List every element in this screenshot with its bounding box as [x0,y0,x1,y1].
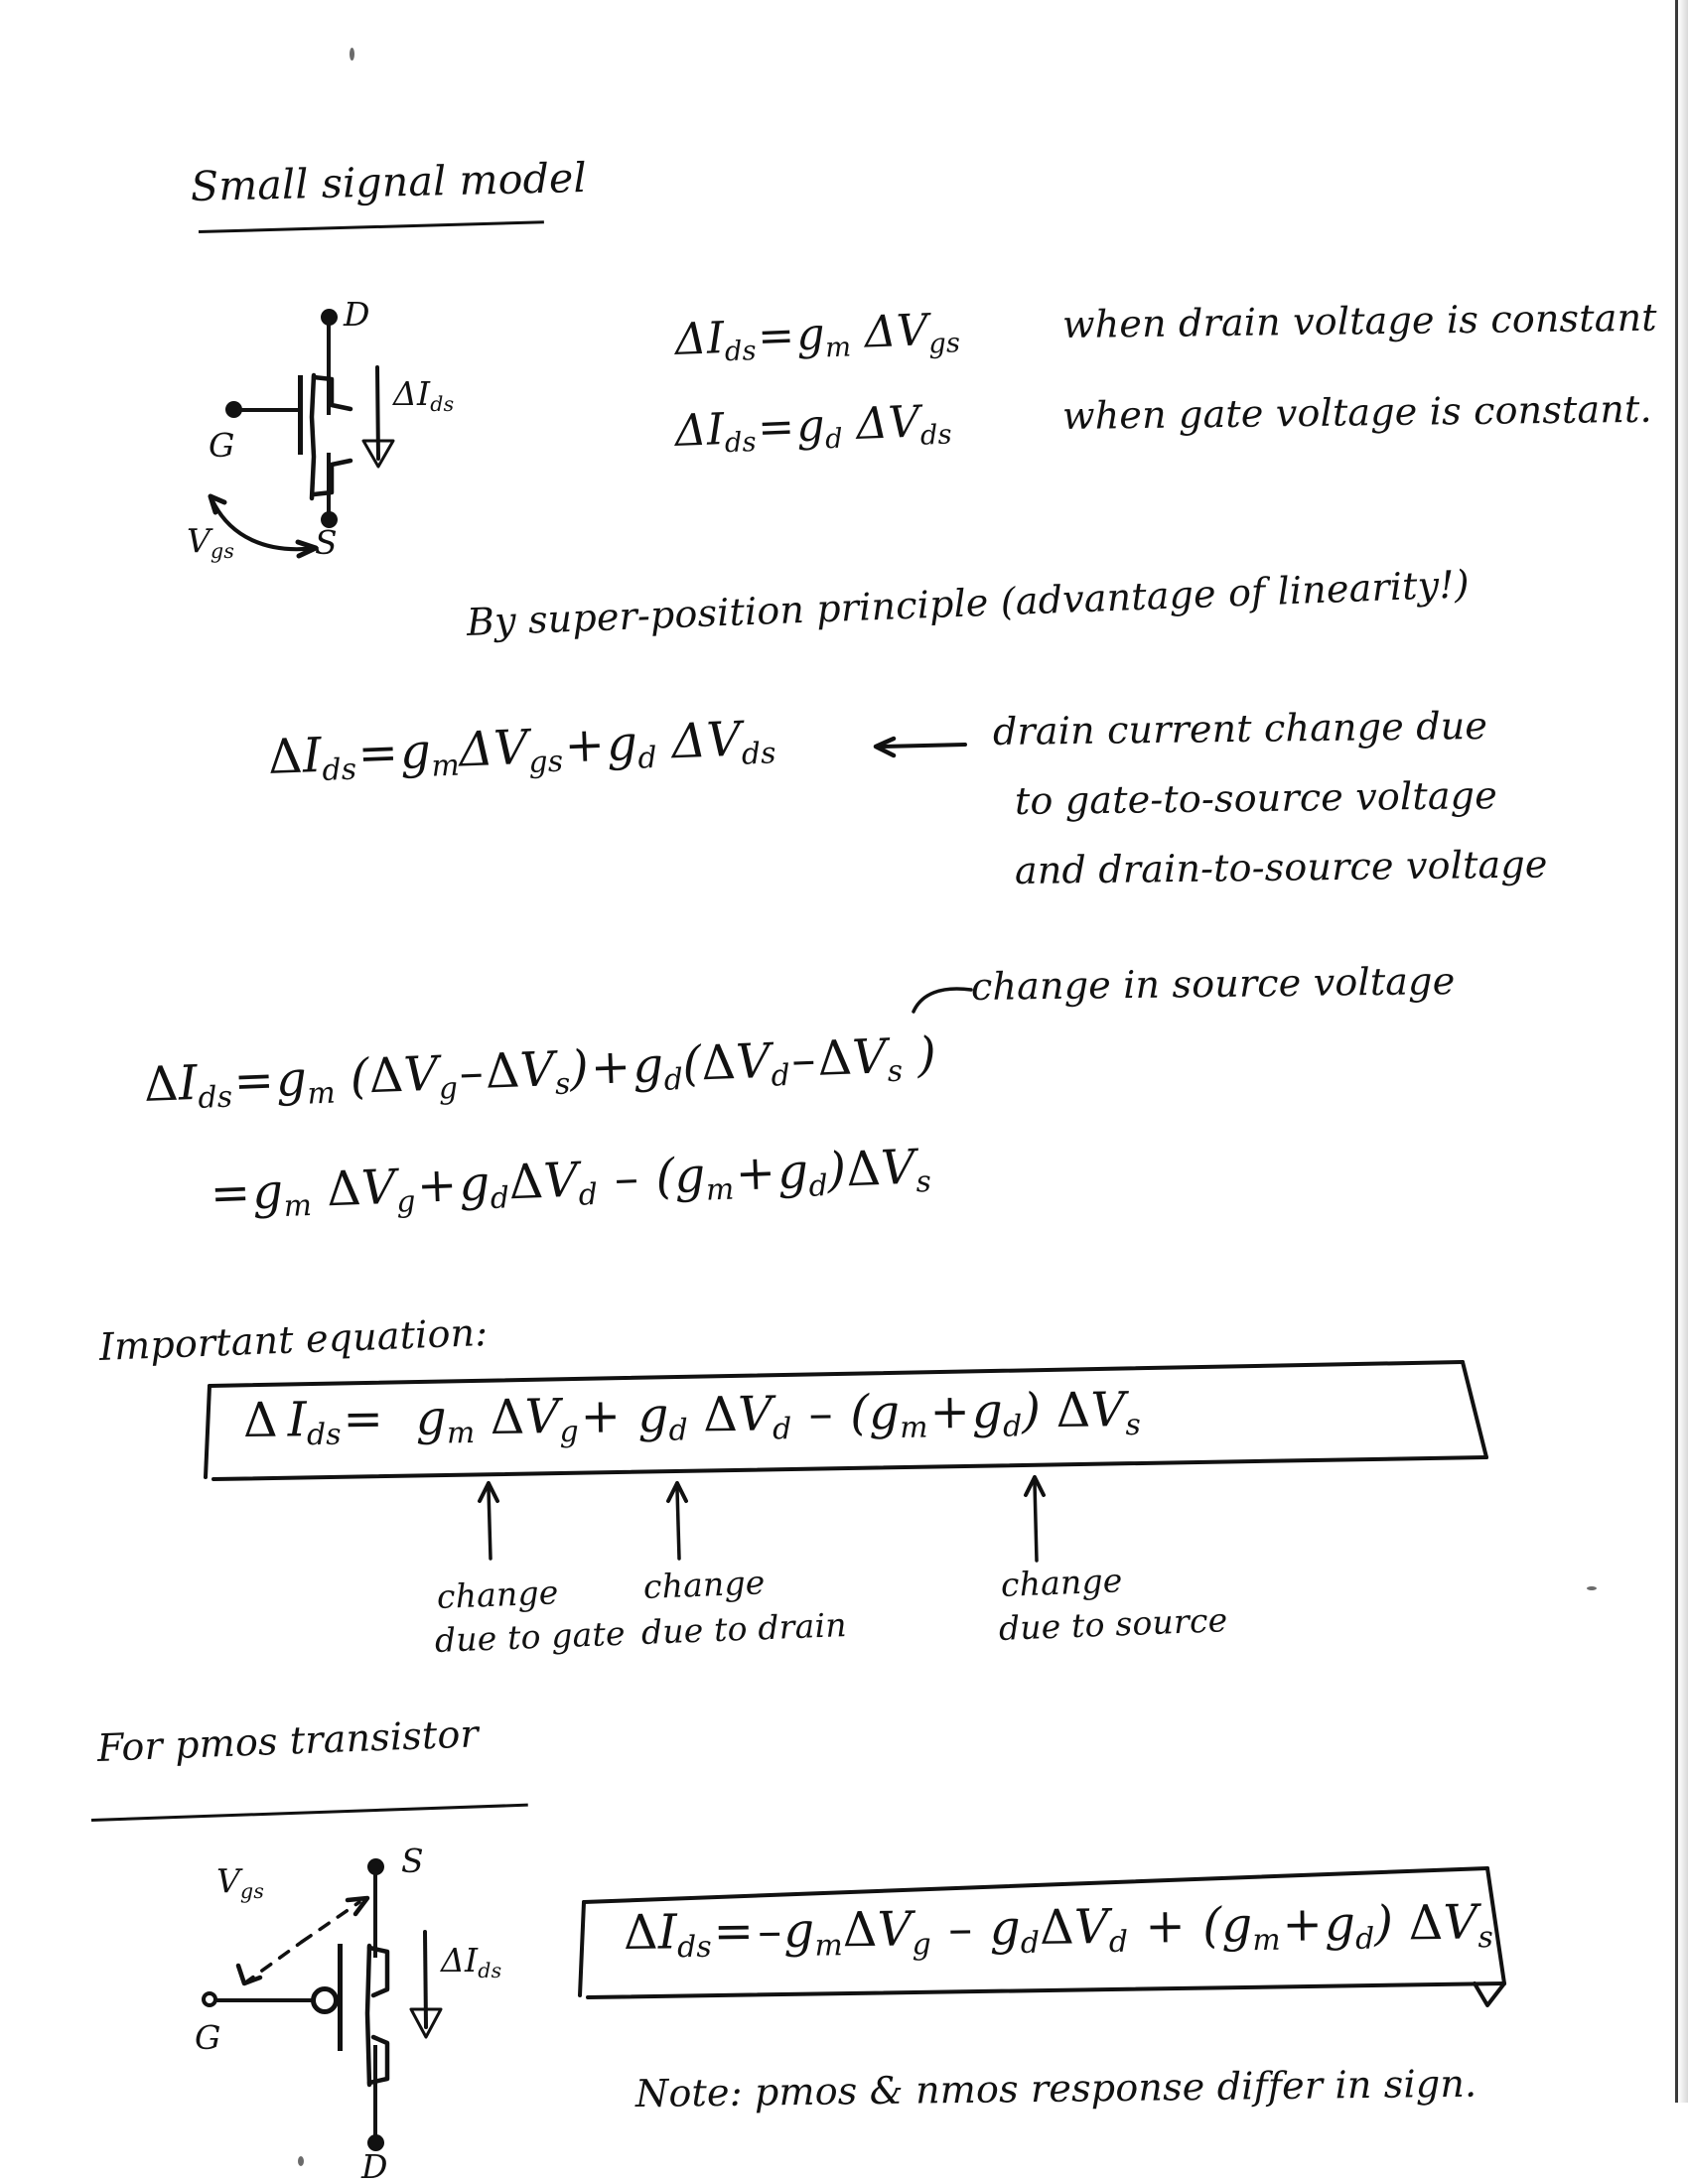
eq2-dv: ΔV [855,396,921,450]
callout-arrow-gate [478,1481,499,1561]
eq1-dv: ΔV [863,305,929,358]
nmos-gate-label: G [209,426,235,465]
pmos-channel [364,1943,390,2088]
source-voltage-note: change in source voltage [970,959,1456,1009]
pmos-vgs-arrow [235,1895,370,1986]
important-equation-box [204,1360,1488,1481]
delta-i-subscript: ds [430,392,455,417]
pmos-sign-note: Note: pmos & nmos response differ in sig… [634,2061,1477,2116]
scan-speck [298,2156,304,2166]
pmos-gate-bubble-icon [311,1986,339,2014]
pmos-boxed-equation: ΔIds=–gmΔVg – gdΔVd + (gm+gd) ΔVs [623,1894,1494,1966]
page-edge-shadow [1678,0,1688,2103]
pmos-drain-node [367,2134,384,2151]
pmos-gate-bar [338,1944,343,2051]
superposition-pointer-arrow [873,736,967,758]
pmos-heading-underline [90,1803,528,1822]
page-edge-line [1675,0,1678,2103]
callout-arrow-source [1024,1475,1046,1563]
pmos-vgs-subscript: gs [240,1879,265,1904]
pmos-current-arrow [409,1930,443,2039]
superposition-annotation-line-3: and drain-to-source voltage [1014,842,1548,892]
nmos-source-label: S [315,523,338,562]
nmos-channel [309,372,353,501]
callout-drain-line-1: change [642,1563,767,1606]
callout-gate-line-2: due to gate [434,1613,627,1660]
callout-source-line-1: change [1000,1561,1124,1604]
expansion-line-1: ΔIds=gm (ΔVg–ΔVs)+gd(ΔVd–ΔVs ) [142,1026,938,1116]
delta-i: ΔI [393,374,431,413]
pmos-source-label: S [401,1842,424,1880]
superposition-heading: By super-position principle (advantage o… [466,562,1471,644]
title-underline [198,220,544,233]
nmos-gate-bar [298,375,303,455]
scan-speck [1587,1586,1597,1590]
callout-source-line-2: due to source [998,1600,1229,1648]
pmos-gate-node [202,1991,217,2007]
important-boxed-equation: Δ Ids= gm ΔVg+ gd ΔVd – (gm+gd) ΔVs [242,1382,1142,1453]
pmos-drain-label: D [361,2147,388,2184]
eq1-dv-sub: gs [927,328,961,360]
source-note-leader [912,987,973,1014]
eq2-lhs: ΔI [673,404,726,457]
eq1-lhs-sub: ds [724,336,758,368]
equation-1-condition: when drain voltage is constant [1061,295,1657,346]
callout-arrow-drain [666,1481,688,1561]
equation-2-condition: when gate voltage is constant. [1061,386,1653,438]
equation-1: ΔIds=gm ΔVgs [673,305,961,369]
pmos-drain-lead [373,2045,377,2140]
eq2-lhs-sub: ds [724,427,758,460]
superposition-equation: ΔIds=gmΔVgs+gd ΔVds [266,711,777,788]
superposition-annotation-line-2: to gate-to-source voltage [1014,773,1498,823]
pmos-delta-i-subscript: ds [478,1959,502,1983]
nmos-source-lead [327,453,331,516]
eq1-gm: g [795,309,826,361]
eq2-dv-sub: ds [919,419,953,452]
eq1-lhs: ΔI [673,313,726,365]
nmos-gate-lead [237,408,301,412]
pmos-gate-label: G [195,2018,221,2057]
nmos-vgs-arrow [208,493,319,559]
pmos-current-label: ΔIds [441,1941,502,1983]
superposition-annotation-line-1: drain current change due [992,703,1488,753]
pmos-source-node [367,1858,384,1875]
eq2-equals: = [757,401,796,454]
nmos-gate-node [225,401,242,418]
pmos-source-lead [373,1870,377,1958]
nmos-source-node [321,511,338,528]
pmos-delta-i: ΔI [441,1941,479,1979]
nmos-vgs-label: Vgs [187,521,235,564]
pmos-vgs-letter: V [216,1861,241,1900]
nmos-drain-label: D [344,295,370,334]
vgs-subscript: gs [211,539,235,564]
pmos-heading: For pmos transistor [96,1711,480,1770]
eq1-equals: = [757,310,796,362]
callout-drain-line-2: due to drain [640,1605,848,1652]
callout-gate-line-1: change [436,1572,560,1616]
eq1-gm-sub: m [824,332,852,364]
pmos-equation-box [578,1866,1506,2007]
vgs-letter: V [187,521,211,560]
nmos-current-label: ΔIds [393,374,455,417]
pmos-vgs-label: Vgs [216,1861,265,1904]
nmos-current-arrow [361,365,395,469]
scan-speck [350,48,354,61]
expansion-line-2: =gm ΔVg+gdΔVd – (gm+gd)ΔVs [209,1139,932,1225]
pmos-gate-lead [216,1998,318,2002]
nmos-drain-node [321,309,338,326]
nmos-drain-lead [327,320,331,415]
eq2-gd-sub: d [824,423,844,456]
page-title: Small signal model [190,153,588,210]
eq2-gd: g [795,400,826,453]
equation-2: ΔIds=gd ΔVds [673,396,953,460]
